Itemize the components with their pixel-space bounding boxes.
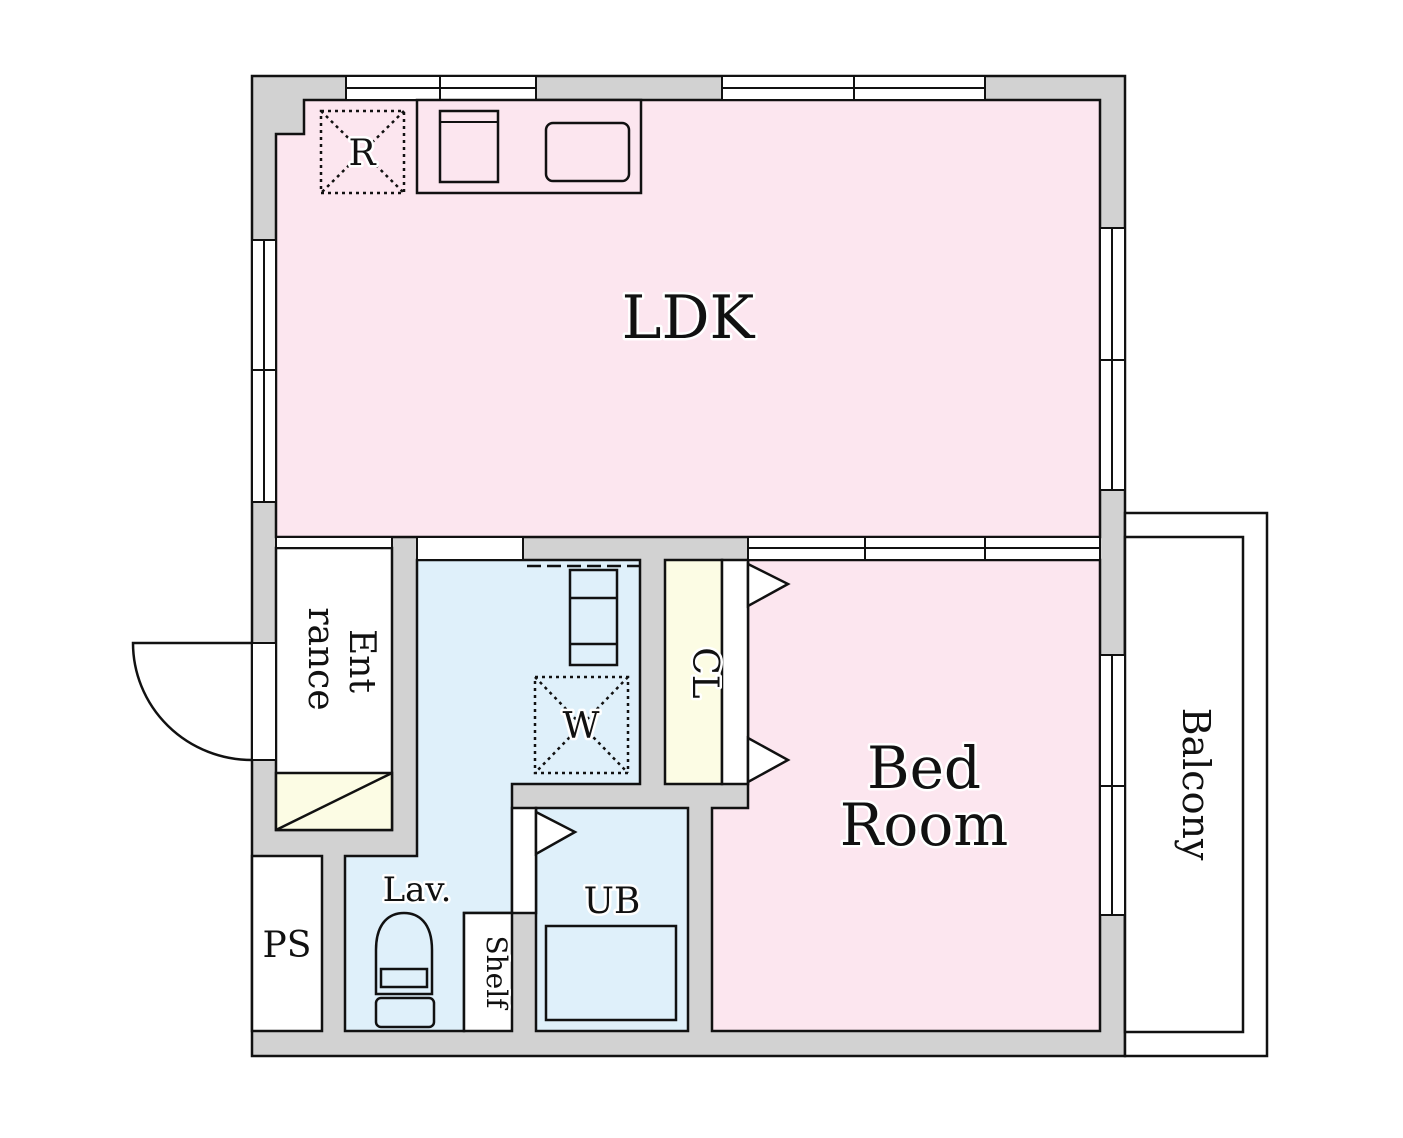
toilet (374, 911, 436, 1029)
entrance-label-line1: Ent (341, 629, 382, 693)
opening-entrance (275, 536, 393, 549)
closet-label: CL (684, 647, 725, 699)
washer-space (533, 675, 630, 775)
ldk-label: LDK (622, 283, 756, 353)
door-arrow-bedroom-lower (746, 735, 791, 785)
balcony (1123, 511, 1269, 1058)
window-top-left (345, 75, 537, 101)
refrigerator-label: R (348, 133, 376, 174)
entrance-label-line2: rance (300, 607, 341, 710)
shelf-label: Shelf (480, 935, 513, 1011)
vanity-basin (568, 568, 619, 667)
washer-label: W (562, 706, 599, 747)
window-top-right (721, 75, 986, 101)
pipe-space (250, 854, 324, 1033)
sliding-door-bedroom (747, 536, 1101, 561)
bathtub (544, 924, 678, 1022)
shelf-unit (462, 911, 514, 1033)
kitchen-sink (544, 121, 631, 183)
pipe-space-label: PS (263, 925, 312, 966)
bedroom-label-line2: Room (840, 791, 1009, 859)
closet-door-strip (720, 558, 750, 786)
balcony-label: Balcony (1174, 708, 1218, 861)
lavatory-label: Lav. (383, 870, 452, 910)
shoe-storage (274, 771, 394, 832)
front-door (131, 641, 277, 762)
bedroom-label-line1: Bed (867, 734, 981, 802)
door-arrow-bedroom-upper (746, 561, 791, 609)
opening-wash (416, 536, 524, 561)
kitchen-counter (415, 98, 643, 195)
refrigerator-space (319, 109, 406, 195)
door-arrow-bathroom (534, 809, 578, 857)
window-right-bedroom (1099, 654, 1126, 916)
window-right-ldk (1099, 227, 1126, 491)
closet-room (663, 558, 724, 786)
window-left-ldk (251, 239, 277, 503)
bathroom-label: UB (584, 881, 641, 922)
bathroom-door-strip (510, 806, 538, 915)
